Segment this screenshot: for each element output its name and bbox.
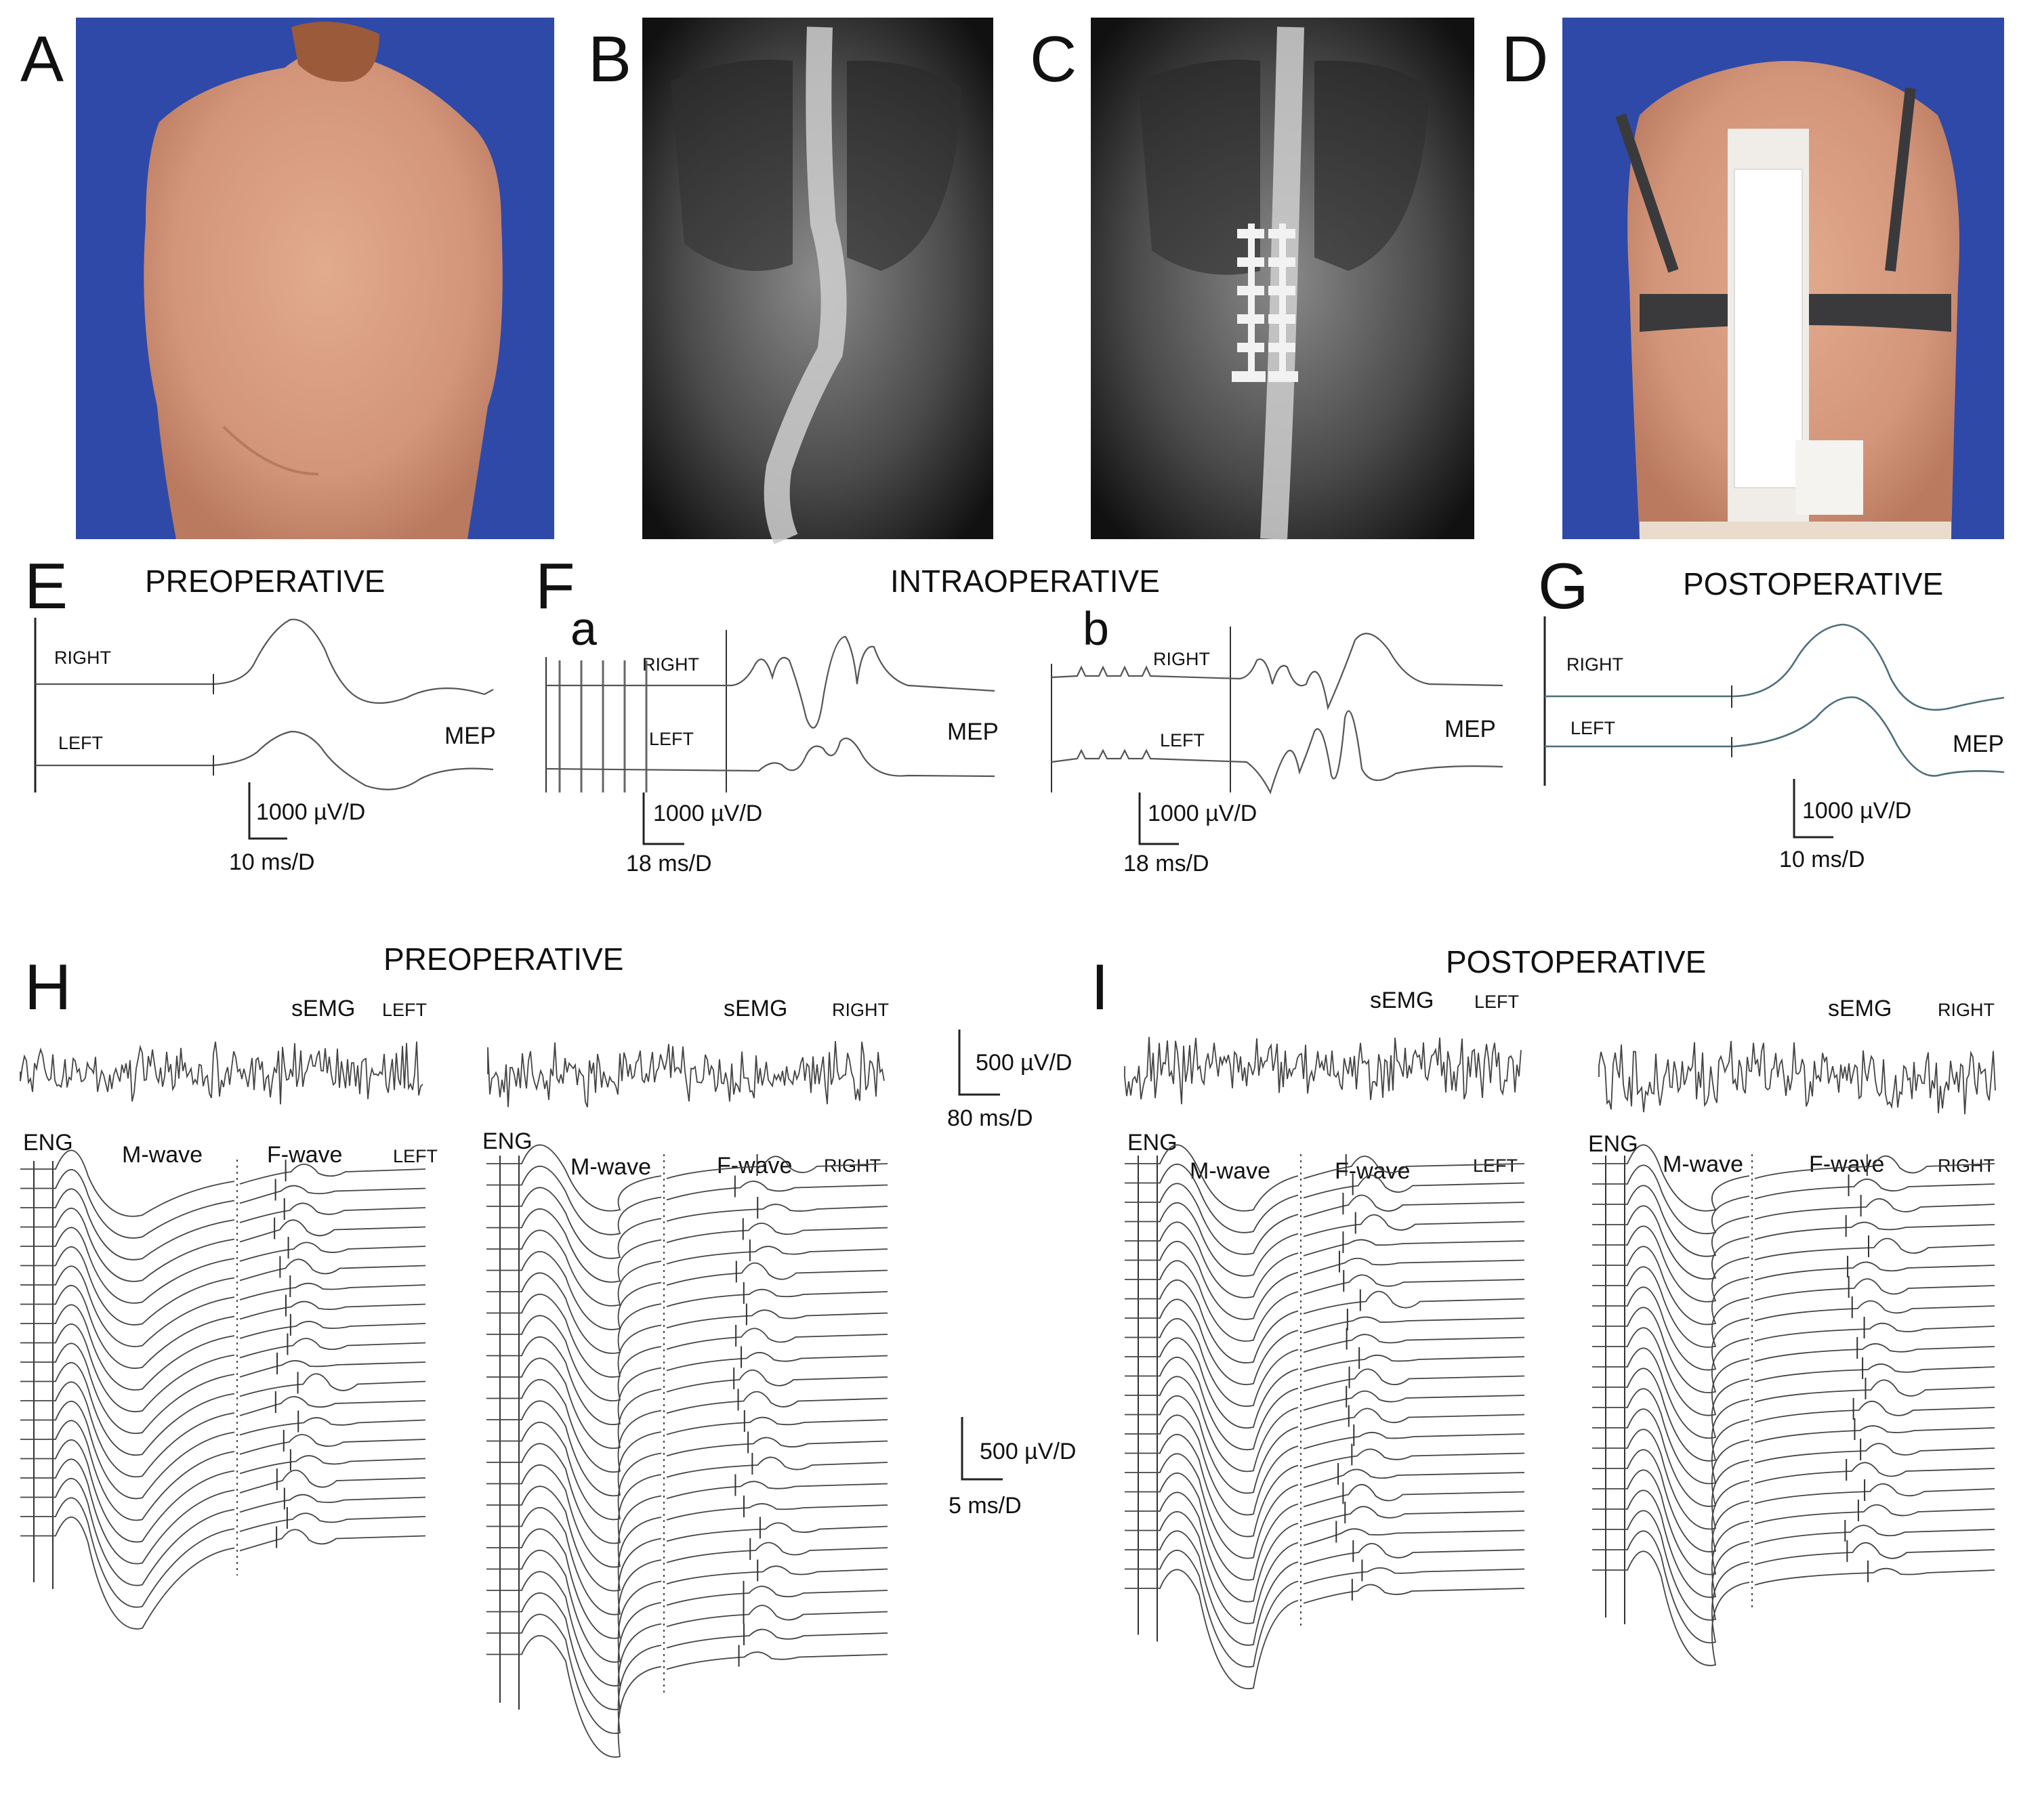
emg-h-right-side: RIGHT — [832, 1000, 889, 1020]
mep-g-scalebar — [1793, 779, 1833, 839]
emg-h-left-side: LEFT — [382, 1000, 427, 1020]
emg-h-right-mwave: M-wave — [570, 1154, 651, 1180]
xray-postoperative — [1091, 18, 1474, 541]
panel-label-g: G — [1538, 550, 1589, 622]
photo-back-preoperative — [76, 18, 554, 540]
panel-label-b: B — [588, 23, 631, 96]
panel-label-e: E — [24, 550, 68, 622]
mep-fa-right-label: RIGHT — [642, 654, 699, 675]
mep-f-title: INTRAOPERATIVE — [890, 564, 1160, 599]
eng-scale-v: 500 µV/D — [980, 1439, 1076, 1464]
emg-h-left-eng: ENG — [23, 1130, 73, 1156]
semg-trace-post-left — [1124, 1036, 1522, 1105]
mep-fa-traces — [545, 630, 995, 792]
eng-traces-post-right — [1592, 1144, 1995, 1666]
panel-label-a: A — [20, 23, 64, 96]
semg-trace-post-right — [1598, 1040, 1996, 1115]
panel-label-f: F — [535, 550, 575, 622]
emg-i-title: POSTOPERATIVE — [1446, 944, 1706, 979]
emg-h-right-eng: ENG — [482, 1128, 533, 1154]
emg-h-left-mwave: M-wave — [122, 1142, 203, 1168]
panel-label-c: C — [1030, 23, 1077, 96]
mep-g-traces — [1543, 616, 2005, 786]
emg-i-left-mwave: M-wave — [1190, 1158, 1270, 1184]
mep-g-scale-t: 10 ms/D — [1779, 847, 1865, 872]
emg-i-left-side2: LEFT — [1473, 1156, 1518, 1176]
panel-label-i: I — [1091, 951, 1109, 1023]
mep-fb-traces — [1051, 627, 1503, 795]
emg-i-right-mwave: M-wave — [1663, 1151, 1743, 1177]
emg-h-right-fwave: F-wave — [717, 1153, 792, 1179]
mep-g-right-label: RIGHT — [1566, 654, 1623, 675]
mep-e-traces — [34, 618, 494, 792]
mep-g-left-label: LEFT — [1570, 718, 1615, 738]
mep-e-scalebar — [248, 782, 287, 840]
mep-fa-scale-v: 1000 µV/D — [653, 801, 762, 826]
mep-e-tag: MEP — [444, 723, 496, 749]
eng-traces-pre-left — [20, 1149, 426, 1630]
mep-fb-scalebar — [1138, 792, 1179, 845]
mep-e-left-label: LEFT — [58, 733, 103, 753]
emg-i-right-side: RIGHT — [1938, 1000, 1995, 1020]
semg-trace-pre-right — [487, 1041, 885, 1107]
mep-g-tag: MEP — [1953, 731, 2004, 757]
emg-h-left-fwave: F-wave — [267, 1142, 342, 1168]
emg-i-left-eng: ENG — [1127, 1130, 1178, 1156]
mep-fa-left-label: LEFT — [649, 729, 694, 749]
emg-i-left-semg: sEMG — [1370, 988, 1434, 1013]
mep-fb-left-label: LEFT — [1160, 730, 1205, 750]
mep-e-scale-v: 1000 µV/D — [256, 799, 365, 825]
semg-scalebar — [958, 1030, 1000, 1096]
emg-i-left-side: LEFT — [1474, 992, 1519, 1012]
emg-h-left-side2: LEFT — [393, 1146, 438, 1166]
mep-fa-scale-t: 18 ms/D — [626, 851, 712, 876]
panel-label-d: D — [1501, 23, 1548, 96]
mep-fa-scalebar — [642, 792, 684, 845]
semg-trace-pre-left — [20, 1041, 423, 1105]
xray-preoperative — [642, 18, 993, 545]
mep-fa-tag: MEP — [947, 719, 999, 745]
semg-scale-t: 80 ms/D — [947, 1105, 1033, 1131]
mep-fb-right-label: RIGHT — [1153, 649, 1210, 669]
eng-traces-post-left — [1125, 1144, 1525, 1689]
photo-back-postoperative — [1562, 18, 2004, 539]
mep-fb-scale-t: 18 ms/D — [1123, 851, 1209, 876]
panel-label-h: H — [24, 951, 71, 1023]
emg-i-right-fwave: F-wave — [1809, 1151, 1884, 1177]
panel-label-fa: a — [570, 602, 597, 655]
mep-g-title: POSTOPERATIVE — [1683, 566, 1943, 601]
emg-h-left-semg: sEMG — [291, 996, 355, 1021]
emg-i-right-eng: ENG — [1588, 1131, 1638, 1157]
semg-scale-v: 500 µV/D — [976, 1050, 1072, 1076]
mep-e-scale-t: 10 ms/D — [229, 849, 315, 875]
eng-scale-t: 5 ms/D — [949, 1493, 1022, 1519]
mep-fb-tag: MEP — [1444, 716, 1496, 742]
eng-traces-pre-right — [486, 1144, 888, 1758]
mep-fb-scale-v: 1000 µV/D — [1148, 801, 1257, 826]
spinal-screws-rods — [1232, 224, 1298, 382]
mep-e-right-label: RIGHT — [54, 648, 111, 668]
mep-e-title: PREOPERATIVE — [145, 564, 385, 599]
panel-label-fb: b — [1083, 602, 1109, 655]
mep-g-scale-v: 1000 µV/D — [1802, 798, 1911, 824]
emg-h-right-semg: sEMG — [724, 996, 787, 1021]
emg-i-right-semg: sEMG — [1828, 996, 1892, 1021]
eng-scalebar — [961, 1417, 1003, 1481]
emg-h-title: PREOPERATIVE — [383, 941, 623, 977]
